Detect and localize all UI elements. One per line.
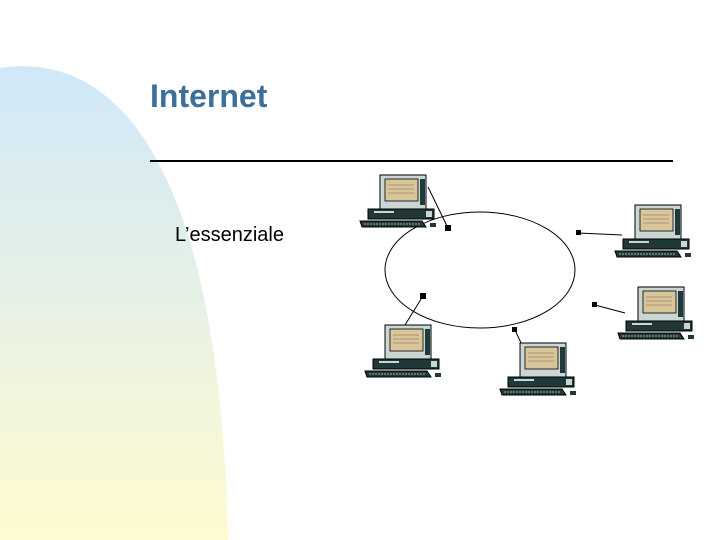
network-ring: [384, 211, 576, 329]
ring-node-4: [512, 327, 517, 332]
computer-icon-bottom-left: [364, 324, 442, 378]
ring-node-3: [592, 302, 597, 307]
computer-icon-top-right: [614, 204, 692, 258]
computer-icon-top-left: [359, 174, 437, 228]
ring-node-5: [420, 293, 426, 299]
ring-node-1: [445, 225, 451, 231]
ring-node-2: [576, 230, 581, 235]
slide-title: Internet: [150, 78, 268, 114]
title-divider: [150, 160, 673, 162]
computer-icon-right: [617, 286, 695, 340]
slide-subtitle: L’essenziale: [175, 224, 284, 246]
ring-network-diagram: [359, 174, 695, 396]
computer-icon-bottom-center: [499, 342, 577, 396]
